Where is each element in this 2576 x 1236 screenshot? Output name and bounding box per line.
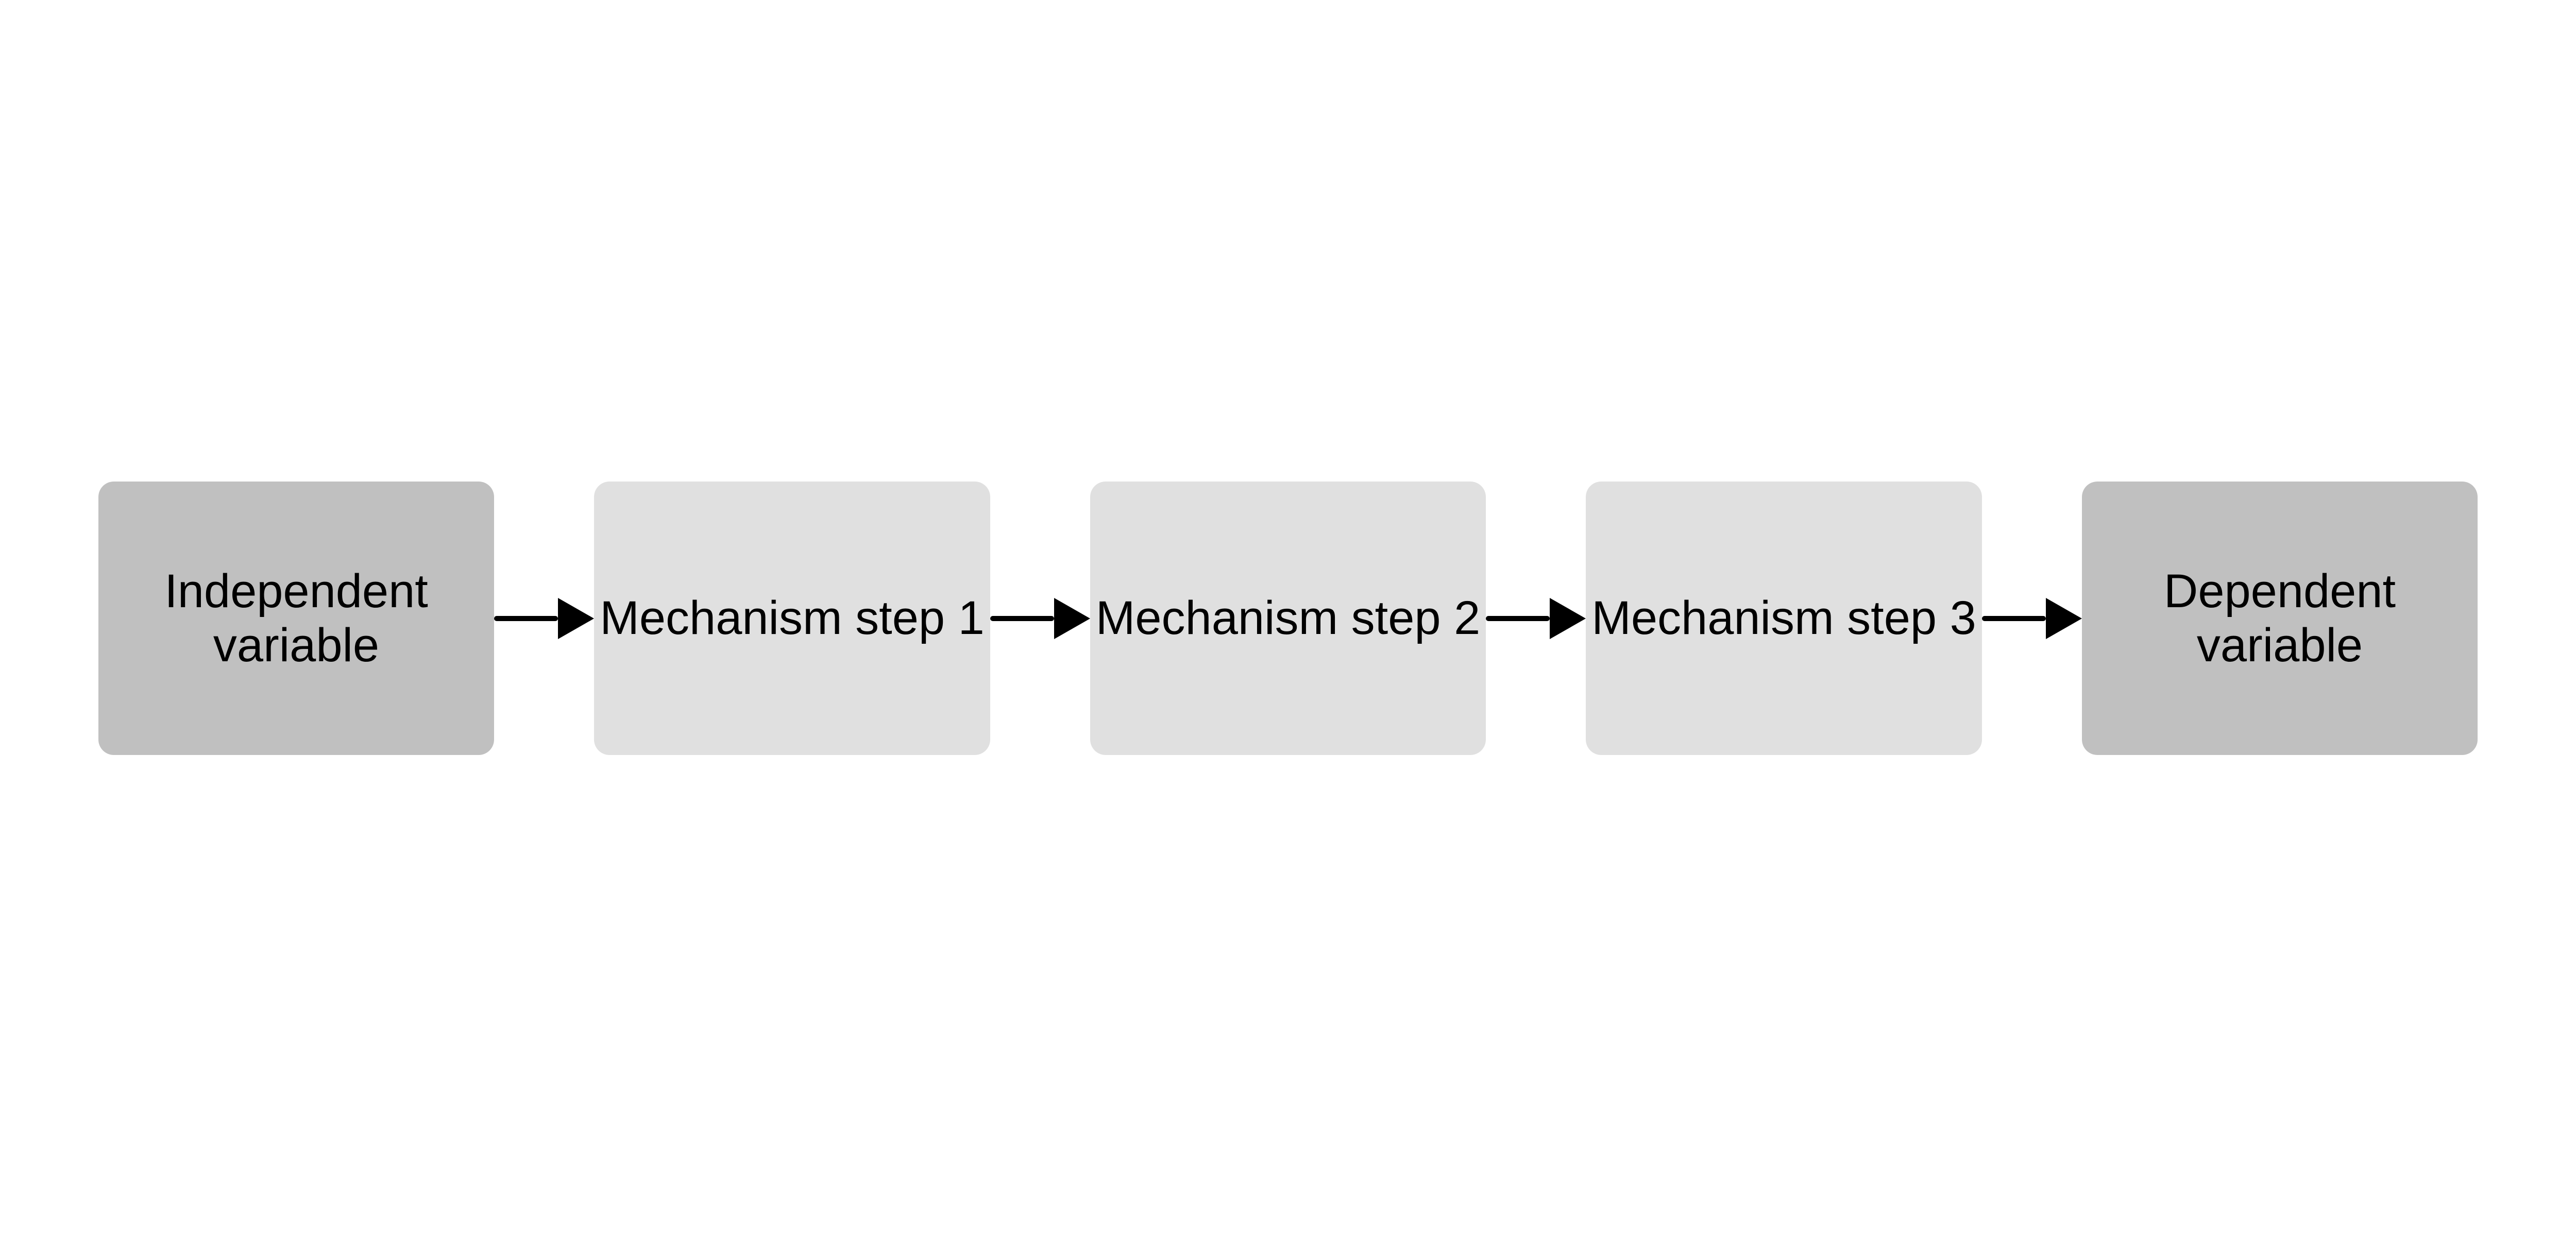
node-dependent-variable: Dependent variable [2081, 482, 2478, 755]
node-mechanism-step-1: Mechanism step 1 [594, 482, 990, 755]
arrow [1486, 597, 1586, 639]
node-independent-variable: Independent variable [98, 482, 495, 755]
flow-diagram: Independent variable Mechanism step 1 Me… [0, 482, 2576, 755]
node-mechanism-step-2: Mechanism step 2 [1090, 482, 1486, 755]
arrow [1981, 597, 2082, 639]
arrow-line [1486, 615, 1550, 621]
arrow-head [558, 597, 595, 639]
arrow [494, 597, 595, 639]
arrow [990, 597, 1090, 639]
arrow-head [1054, 597, 1090, 639]
arrow-head [1550, 597, 1586, 639]
node-mechanism-step-3: Mechanism step 3 [1586, 482, 1982, 755]
arrow-head [2045, 597, 2082, 639]
arrow-line [1981, 615, 2046, 621]
arrow-line [494, 615, 558, 621]
arrow-line [990, 615, 1054, 621]
